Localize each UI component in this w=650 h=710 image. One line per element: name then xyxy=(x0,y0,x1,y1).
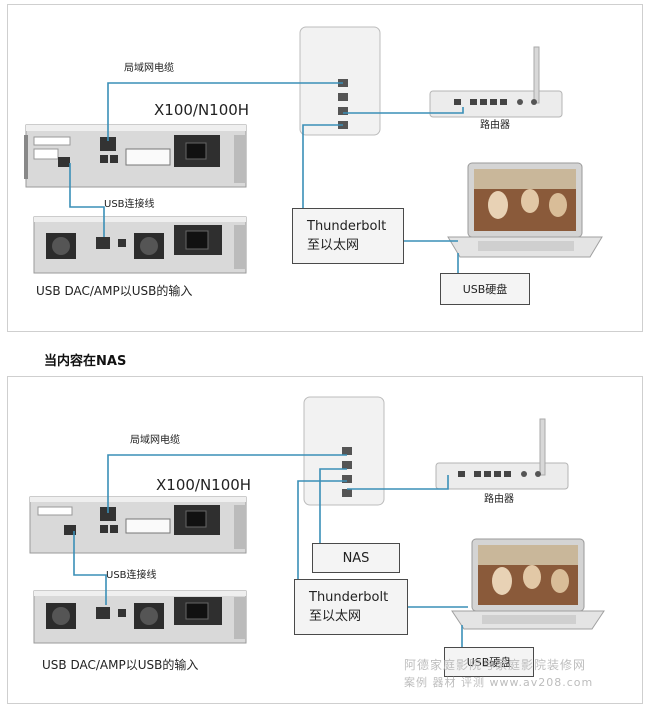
panel2-graphics xyxy=(29,396,605,647)
usb-disk-label: USB硬盘 xyxy=(462,283,508,296)
usb-dac-amp xyxy=(33,216,247,274)
usb-disk-box: USB硬盘 xyxy=(444,647,534,677)
diagram-panel-direct: 局域网电缆 X100/N100H 路由器 USB连接线 Thunderbolt … xyxy=(7,4,643,332)
laptop xyxy=(447,162,603,258)
lan-cable-line xyxy=(107,82,343,141)
base-station xyxy=(299,26,381,136)
thunderbolt-label: Thunderbolt xyxy=(309,590,389,605)
thunderbolt-adapter-box: Thunderbolt 至以太网 xyxy=(294,579,408,635)
watermark-line2: 案例 器材 评测 www.av208.com xyxy=(404,676,594,689)
lan-cable-label: 局域网电缆 xyxy=(130,435,180,446)
thunderbolt-cable-line xyxy=(297,480,347,579)
nas-box: NAS xyxy=(312,543,400,573)
usb-cable-label: USB连接线 xyxy=(104,199,155,210)
usb-dac-amp xyxy=(33,590,247,644)
router-label: 路由器 xyxy=(484,494,514,505)
cables xyxy=(73,454,468,647)
router-label: 路由器 xyxy=(480,120,510,131)
ethernet-label: 至以太网 xyxy=(307,238,360,253)
lan-cable-label: 局域网电缆 xyxy=(124,63,174,74)
router xyxy=(435,418,569,490)
thunderbolt-adapter-box: Thunderbolt 至以太网 xyxy=(292,208,404,264)
router-cable-line xyxy=(343,107,464,114)
panel1-graphics xyxy=(24,26,603,274)
router-cable-line xyxy=(347,475,449,490)
usb-cable-line xyxy=(73,531,107,605)
usb-cable-label: USB连接线 xyxy=(106,570,157,581)
thunderbolt-label: Thunderbolt xyxy=(307,219,387,234)
thunderbolt-cable-line xyxy=(302,124,343,211)
base-station xyxy=(303,396,385,506)
diagram-panel-nas: 局域网电缆 X100/N100H 路由器 NAS USB连接线 Thunderb… xyxy=(7,376,643,704)
nas-cable-line xyxy=(319,468,347,543)
streamer-device xyxy=(29,496,247,554)
streamer-device xyxy=(24,124,247,188)
ethernet-label: 至以太网 xyxy=(309,609,362,624)
nas-label: NAS xyxy=(342,550,370,566)
lan-cable-line xyxy=(107,454,347,513)
usb-cable-line xyxy=(69,163,105,237)
laptop xyxy=(451,538,605,630)
device-model-label: X100/N100H xyxy=(156,476,252,494)
watermark-line1: 阿德家庭影院与家庭影院装修网 xyxy=(404,658,587,672)
usb-disk-box: USB硬盘 xyxy=(440,273,530,305)
device-model-label: X100/N100H xyxy=(154,101,250,119)
cables xyxy=(69,82,464,273)
router xyxy=(429,46,563,118)
nas-section-title: 当内容在NAS xyxy=(44,354,127,369)
usb-disk-label: USB硬盘 xyxy=(466,656,512,669)
usb-input-caption: USB DAC/AMP以USB的输入 xyxy=(36,284,193,298)
usb-input-caption: USB DAC/AMP以USB的输入 xyxy=(42,658,199,672)
